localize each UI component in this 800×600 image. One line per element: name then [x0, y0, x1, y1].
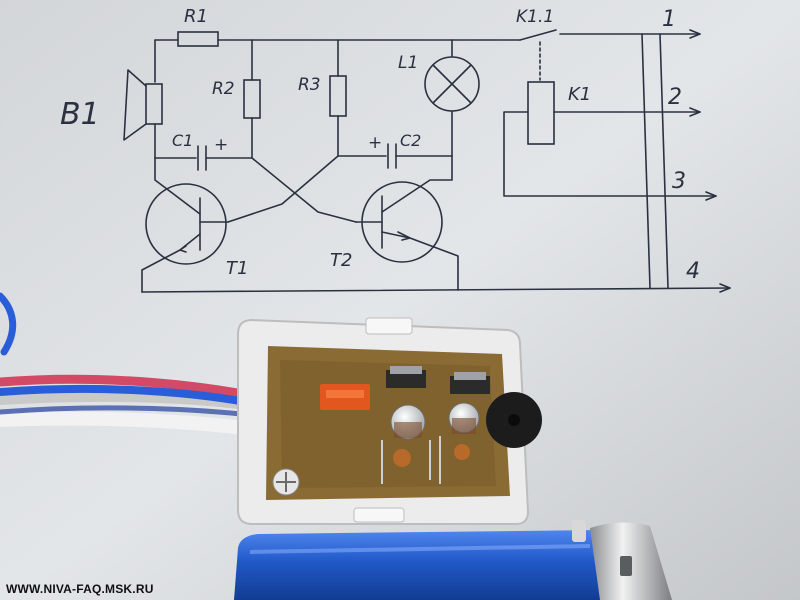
- label-r2: R2: [212, 79, 235, 99]
- transistor-component: [386, 370, 426, 388]
- label-r1: R1: [184, 6, 208, 27]
- pcb-module: [237, 317, 542, 525]
- label-output-2: 2: [668, 85, 682, 110]
- transistor-component: [450, 376, 490, 394]
- label-r3: R3: [298, 75, 321, 95]
- label-t2: T2: [330, 250, 352, 271]
- label-output-4: 4: [686, 259, 700, 284]
- label-b1: B1: [60, 97, 100, 132]
- transistor-t1: [141, 157, 229, 293]
- label-output-3: 3: [672, 169, 686, 194]
- speaker-b1: [123, 69, 163, 141]
- label-c2: C2: [400, 131, 421, 150]
- resistor-r1: [177, 31, 219, 47]
- label-c1-plus: +: [214, 135, 228, 155]
- relay-coil-k1: [527, 81, 555, 145]
- ceramic-capacitor: [454, 444, 470, 460]
- lighter-body: [234, 530, 606, 600]
- label-c1: C1: [172, 131, 193, 150]
- label-l1: L1: [398, 53, 418, 73]
- circuit-schematic: R1 R2 R3 L1 K1.1 K1 B1 C1 + + C2 T1 T2 1…: [60, 6, 731, 293]
- ceramic-capacitor: [393, 449, 411, 467]
- label-k11: K1.1: [516, 7, 554, 27]
- lighter: [234, 520, 672, 600]
- label-output-1: 1: [662, 7, 676, 32]
- watermark-text: WWW.NIVA-FAQ.MSK.RU: [6, 582, 154, 596]
- label-k1: K1: [568, 84, 591, 105]
- label-t1: T1: [226, 258, 248, 279]
- label-c2-plus: +: [368, 133, 382, 153]
- transistor-t2: [355, 155, 459, 291]
